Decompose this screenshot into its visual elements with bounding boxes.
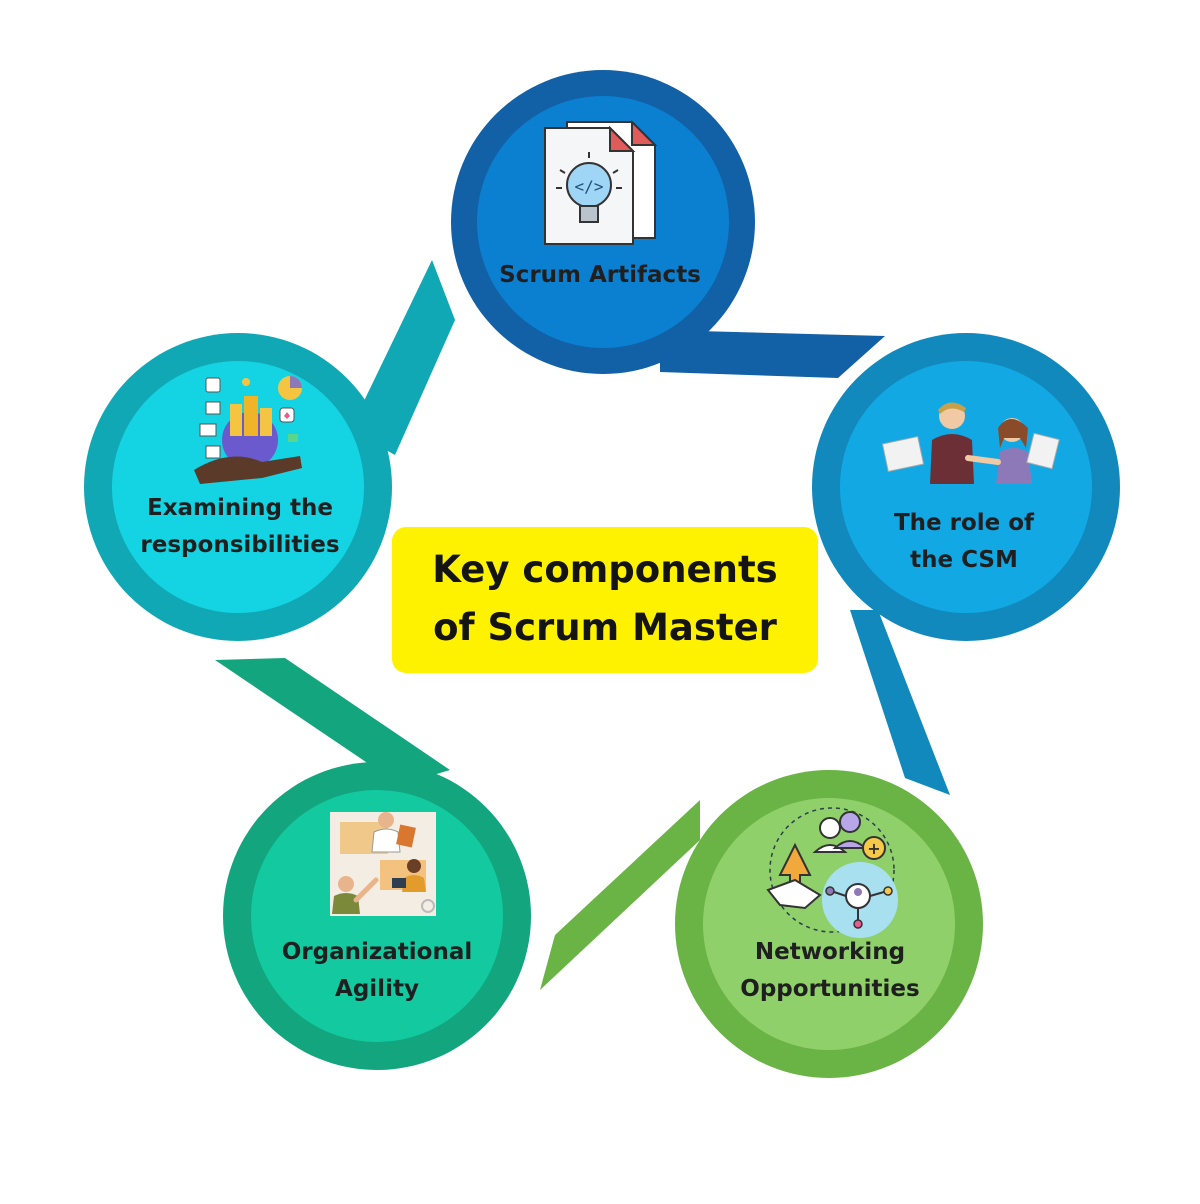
node-role-of-csm — [812, 333, 1120, 641]
label-networking-opportunities: Networking Opportunities — [740, 934, 919, 1008]
label-role-of-csm: The role of the CSM — [894, 505, 1034, 579]
team-collaboration-icon — [330, 812, 436, 916]
center-title-line-1: Key components — [432, 548, 778, 591]
label-line: the CSM — [910, 547, 1018, 573]
connector-networking — [540, 800, 700, 990]
label-line: The role of — [893, 510, 1035, 536]
document-lightbulb-code-icon: </> — [544, 119, 658, 245]
label-line: Opportunities — [740, 976, 920, 1002]
label-line: responsibilities — [140, 532, 340, 558]
label-line: Networking — [754, 939, 906, 965]
connector-organizational — [215, 658, 450, 785]
label-line: Agility — [335, 976, 419, 1002]
two-people-with-papers-icon — [881, 402, 1060, 484]
label-examining-responsibilities: Examining the responsibilities — [140, 490, 339, 564]
connector-role-of-csm — [850, 610, 950, 795]
globe-city-hand-icon — [194, 376, 302, 484]
label-line: Organizational — [281, 939, 473, 965]
label-line: Examining the — [146, 495, 333, 521]
node-networking-opportunities — [675, 770, 983, 1078]
svg-text:+: + — [867, 839, 880, 858]
label-scrum-artifacts: Scrum Artifacts — [499, 257, 701, 294]
label-line: Scrum Artifacts — [499, 262, 701, 288]
label-organizational-agility: Organizational Agility — [282, 934, 473, 1008]
center-title-box: Key components of Scrum Master — [392, 527, 818, 673]
svg-text:</>: </> — [575, 177, 604, 196]
connector-examining — [350, 260, 455, 455]
node-examining-responsibilities — [84, 333, 392, 641]
center-title-line-2: of Scrum Master — [433, 606, 777, 649]
network-handshake-icon: + — [766, 807, 898, 938]
connector-scrum-artifacts — [660, 330, 885, 378]
